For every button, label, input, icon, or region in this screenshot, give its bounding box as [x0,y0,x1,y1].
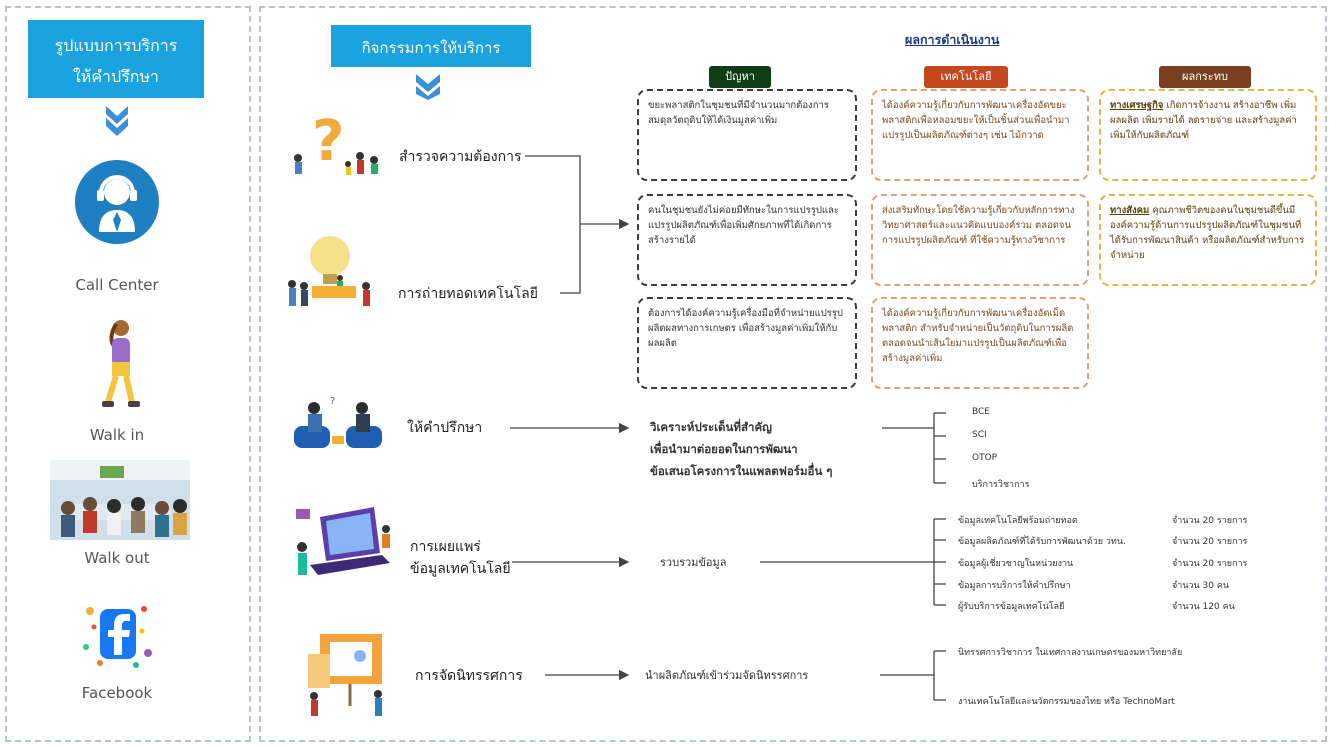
main-panel [259,6,1327,742]
technology-card: ส่งเสริมทักษะโดยใช้ความรู้เกี่ยวกับหลักก… [871,194,1089,286]
dissemination-item-qty: จำนวน 30 คน [1172,581,1230,591]
dissemination-item-name: ผู้รับบริการข้อมูลเทคโนโลยี [958,602,1065,612]
consult-analysis-line: วิเคราะห์ประเด็นที่สำคัญ [650,420,772,434]
channel-label-call-center: Call Center [75,276,159,294]
service-format-box: รูปแบบการบริการ ให้คำปรึกษา [28,20,204,98]
technology-card: ได้องค์ความรู้เกี่ยวกับการพัฒนาเครื่องอั… [871,89,1089,181]
results-heading: ผลการดำเนินงาน [905,32,1000,47]
exhibition-item: งานเทคโนโลยีและนวัตกรรมของไทย หรือ Techn… [958,697,1175,707]
dissemination-item-name: ข้อมูลผลิตภัณฑ์ที่ได้รับการพัฒนาด้วย วทน… [958,537,1126,547]
service-format-title-line2: ให้คำปรึกษา [72,67,159,86]
consult-analysis: วิเคราะห์ประเด็นที่สำคัญ เพื่อนำมาต่อยอด… [650,416,832,482]
dissemination-item-qty: จำนวน 20 รายการ [1172,559,1248,569]
activity-exhibition-label: การจัดนิทรรศการ [415,668,523,684]
impact-card-economic: ทางเศรษฐกิจ เกิดการจ้างงาน สร้างอาชีพ เพ… [1099,89,1317,181]
consult-target: SCI [972,430,987,440]
dissemination-item-name: ข้อมูลเทคโนโลยีพร้อมถ่ายทอด [958,516,1078,526]
left-panel [5,6,251,742]
impact-text: คุณภาพชีวิตของคนในชุมชนดีขึ้นมีองค์ความร… [1110,205,1305,261]
activity-consulting-label: ให้คำปรึกษา [407,420,483,436]
meeting-room-icon [50,460,190,540]
channel-label-walk-in: Walk in [89,426,145,444]
activity-dissemination-label: การเผยแพร่ ข้อมูลเทคโนโลยี [410,536,511,580]
service-activities-title: กิจกรรมการให้บริการ [361,39,501,57]
dissemination-item-qty: จำนวน 120 คน [1172,602,1235,612]
walking-person-icon [102,320,140,407]
dissemination-item-qty: จำนวน 20 รายการ [1172,537,1248,547]
headset-person-icon [75,160,159,244]
impact-text: เกิดการจ้างงาน สร้างอาชีพ เพิ่มผลผลิต เพ… [1110,100,1297,141]
activity-dissemination-line2: ข้อมูลเทคโนโลยี [410,561,511,577]
activity-dissemination-line1: การเผยแพร่ [410,539,481,555]
exhibition-board-icon [308,634,382,716]
technology-header: เทคโนโลยี [924,66,1008,88]
facebook-icon [80,597,154,671]
dissemination-center-label: รวบรวมข้อมูล [660,556,727,569]
technology-card: ได้องค์ความรู้เกี่ยวกับการพัฒนาเครื่องอั… [871,297,1089,389]
impact-header: ผลกระทบ [1159,66,1251,88]
chevron-down-icon [416,74,440,100]
problem-header: ปัญหา [709,66,771,88]
consult-target: OTOP [972,453,998,463]
service-activities-box: กิจกรรมการให้บริการ [331,25,531,67]
lightbulb-people-icon [288,236,370,306]
activity-transfer-label: การถ่ายทอดเทคโนโลยี [398,286,538,302]
service-format-title-line1: รูปแบบการบริการ [54,36,178,55]
laptop-people-icon [296,507,390,575]
activity-survey-label: สำรวจความต้องการ [399,149,522,165]
svg-text:?: ? [330,396,335,407]
dissemination-item-qty: จำนวน 20 รายการ [1172,516,1248,526]
impact-lead: ทางสังคม [1110,205,1150,216]
consult-target: บริการวิชาการ [972,480,1030,490]
channel-label-walk-out: Walk out [84,549,150,567]
question-mark-people-icon: ? [294,109,378,175]
impact-card-social: ทางสังคม คุณภาพชีวิตของคนในชุมชนดีขึ้นมี… [1099,194,1317,286]
consult-target: BCE [972,407,990,417]
exhibition-item: นิทรรศการวิชาการ ในเทศกาลงานเกษตรของมหาว… [958,648,1183,658]
problem-card: ขยะพลาสติกในชุมชนที่มีจำนวนมากต้องการสมด… [637,89,857,181]
consult-analysis-line: เพื่อนำมาต่อยอดในการพัฒนา [650,442,798,456]
problem-card: คนในชุมชนยังไม่ค่อยมีทักษะในการแปรรูปและ… [637,194,857,286]
dissemination-item-name: ข้อมูลการบริการให้คำปรึกษา [958,581,1071,591]
consulting-people-icon: ? [294,396,382,448]
channel-label-facebook: Facebook [81,684,153,702]
exhibition-center-label: นำผลิตภัณฑ์เข้าร่วมจัดนิทรรศการ [645,669,809,682]
dissemination-item-name: ข้อมูลผู้เชี่ยวชาญในหน่วยงาน [958,559,1074,569]
problem-card: ต้องการได้องค์ความรู้เครื่องมือที่จำหน่า… [637,297,857,389]
impact-lead: ทางเศรษฐกิจ [1110,100,1164,111]
chevron-down-icon [106,106,128,136]
svg-text:?: ? [312,109,344,174]
consult-analysis-line: ข้อเสนอโครงการในแพลตฟอร์มอื่น ๆ [650,464,833,478]
